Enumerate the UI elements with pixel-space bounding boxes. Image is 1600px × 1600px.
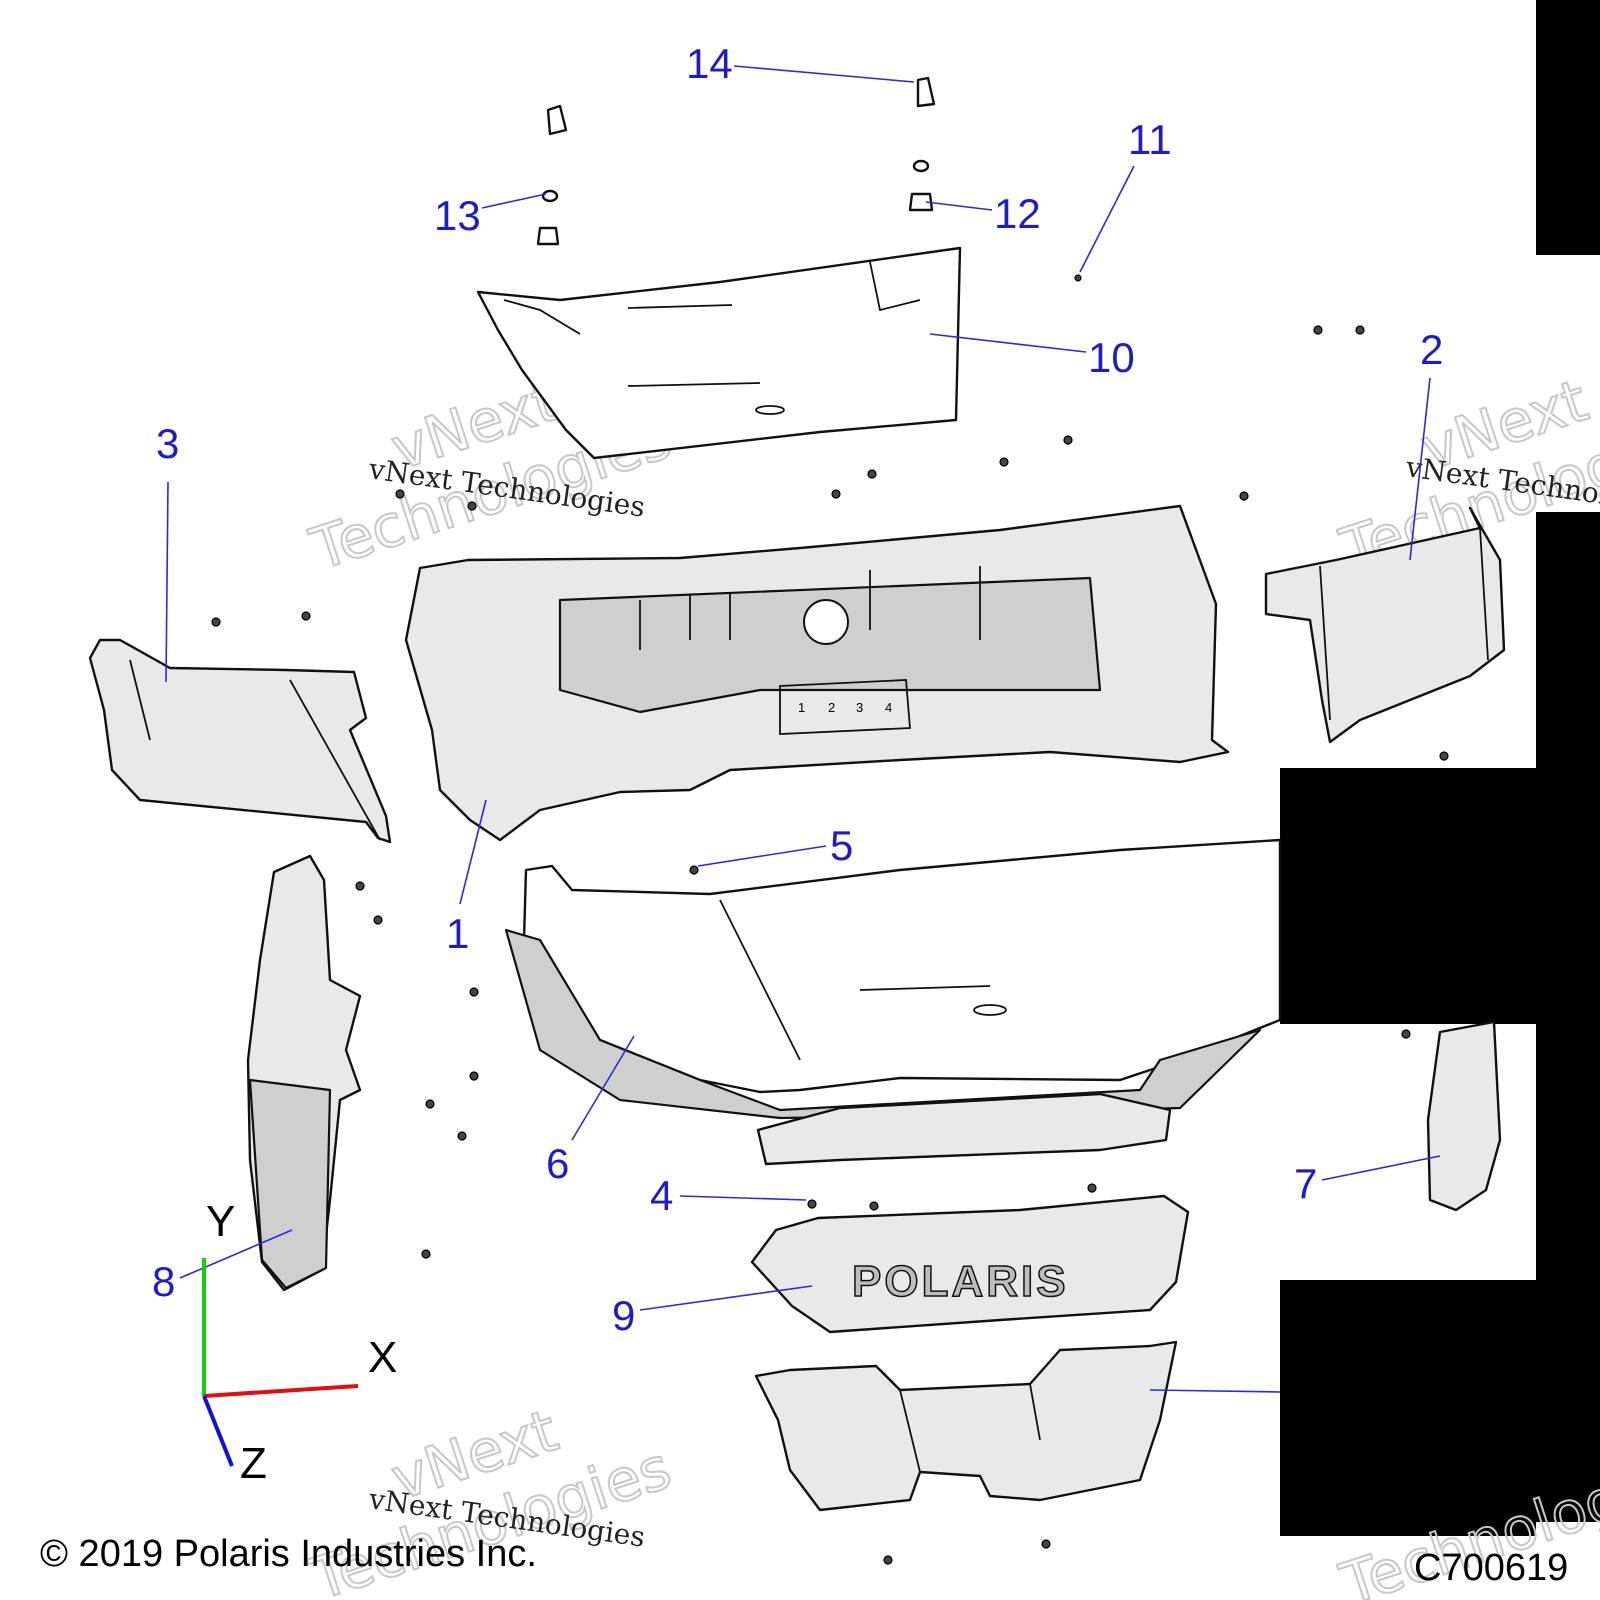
part-10-hood-panel (476, 246, 962, 460)
fastener-q (425, 1099, 435, 1109)
callout-7: 7 (1294, 1160, 1317, 1207)
leader-9 (639, 1285, 813, 1311)
fastener-14-left (546, 104, 568, 136)
leader-6 (571, 1035, 635, 1141)
fastener-14-right (916, 76, 936, 108)
fastener-h (467, 501, 477, 511)
callout-1: 1 (446, 910, 469, 957)
callout-5: 5 (830, 822, 853, 869)
redaction-block-top (1536, 0, 1600, 255)
z-axis-line (202, 1395, 234, 1467)
copyright-notice: © 2019 Polaris Industries Inc. (40, 1533, 537, 1575)
fastener-u (1087, 1183, 1097, 1193)
leader-4 (679, 1195, 807, 1201)
leader-lines (165, 65, 1441, 1393)
fastener-b (1355, 325, 1365, 335)
fastener-f (831, 489, 841, 499)
leader-10 (929, 333, 1087, 353)
leader-12 (925, 201, 993, 211)
callout-8: 8 (152, 1258, 175, 1305)
callout-labels: 14 13 12 11 10 2 3 1 5 6 4 9 8 7 (152, 40, 1443, 1339)
fastener-v (883, 1555, 893, 1565)
figure-code: C700619 (1414, 1547, 1568, 1589)
fastener-j (301, 611, 311, 621)
fastener-k (1239, 491, 1249, 501)
fastener-e (867, 469, 877, 479)
fastener-12-nut-left (536, 226, 560, 246)
callout-11: 11 (1128, 116, 1172, 163)
callout-6: 6 (546, 1140, 569, 1187)
part-2-right-side-panel (1264, 506, 1506, 744)
leader-11 (1079, 165, 1135, 273)
panel-number-4: 4 (885, 700, 892, 715)
fastener-5 (689, 865, 699, 875)
leader-2 (1409, 377, 1431, 561)
fastener-n (373, 915, 383, 925)
part-8-left-fender (246, 854, 362, 1292)
fastener-11 (1074, 274, 1082, 282)
fastener-r (457, 1131, 467, 1141)
redaction-block-mid (1536, 512, 1600, 1522)
callout-14: 14 (686, 40, 733, 87)
fastener-m (355, 881, 365, 891)
part-7-right-fender (1426, 1020, 1502, 1212)
part-9-grille: POLARIS (750, 1194, 1190, 1334)
fasteners (211, 76, 1449, 1565)
part-6-front-bumper (504, 838, 1282, 1166)
x-axis-line (203, 1384, 359, 1398)
fastener-l (1439, 751, 1449, 761)
fastener-p (469, 1071, 479, 1081)
panel-numbers: 1 2 3 4 (798, 700, 892, 715)
redaction-block-lower-left-2 (1280, 1280, 1536, 1536)
fastener-c (1063, 435, 1073, 445)
fastener-12-left-top (912, 159, 930, 173)
fastener-13-left (541, 189, 559, 203)
panel-number-2: 2 (828, 700, 835, 715)
panel-number-1: 1 (798, 700, 805, 715)
fastener-t (869, 1201, 879, 1211)
fastener-12-nut-right (908, 192, 934, 212)
callout-12: 12 (994, 190, 1041, 237)
callout-9: 9 (612, 1292, 635, 1339)
fastener-o (469, 987, 479, 997)
coordinate-axes: Y X Z (202, 1197, 397, 1488)
callout-2: 2 (1420, 326, 1443, 373)
panel-number-3: 3 (856, 700, 863, 715)
leader-1 (459, 799, 487, 905)
part-1-dash-panel: 1 2 3 4 (404, 504, 1230, 842)
leader-8 (179, 1229, 293, 1279)
leader-skid-plate (1149, 1389, 1281, 1393)
fastener-g (395, 489, 405, 499)
redaction-blocks (1280, 0, 1600, 1536)
leader-5 (697, 845, 827, 867)
fastener-x (1401, 1029, 1411, 1039)
leader-13 (481, 193, 547, 209)
fastener-4 (807, 1199, 817, 1209)
axis-label-x: X (368, 1333, 397, 1382)
callout-3: 3 (156, 420, 179, 467)
redaction-block-lower-left-1 (1280, 768, 1536, 1024)
fastener-d (999, 457, 1009, 467)
fastener-w (1041, 1539, 1051, 1549)
callout-10: 10 (1088, 334, 1135, 381)
leader-7 (1321, 1155, 1441, 1181)
part-3-left-side-panel (88, 638, 392, 844)
fastener-s (421, 1249, 431, 1259)
leader-14 (733, 65, 915, 83)
axis-label-y: Y (206, 1197, 235, 1246)
callout-4: 4 (650, 1172, 673, 1219)
leader-3 (165, 481, 169, 683)
fastener-a (1313, 325, 1323, 335)
skid-plate (754, 1340, 1178, 1512)
axis-label-z: Z (240, 1439, 267, 1488)
fastener-i (211, 617, 221, 627)
grille-logo-text: POLARIS (852, 1257, 1069, 1306)
callout-13: 13 (434, 192, 481, 239)
